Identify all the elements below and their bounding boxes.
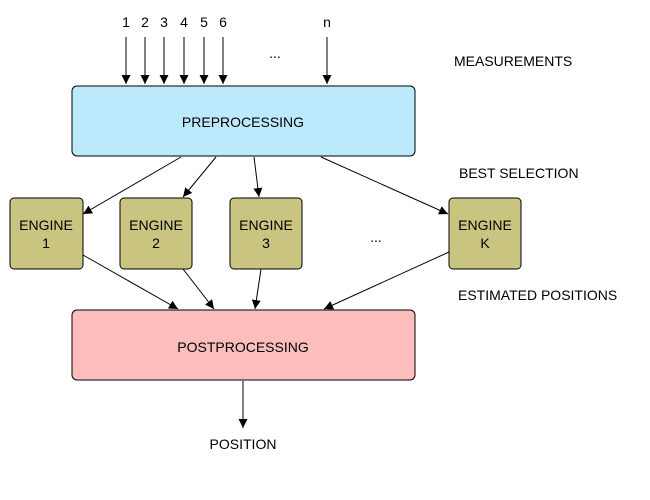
input-label-4: 4 (180, 14, 188, 30)
engine-1: ENGINE 1 (9, 197, 84, 270)
input-ellipsis: ... (269, 45, 281, 61)
arrow-engine-3-to-post (251, 268, 262, 310)
input-label-3: 3 (160, 14, 168, 30)
input-label-1: 1 (122, 14, 130, 30)
arrow-pre-to-engine-3 (253, 156, 263, 198)
estimated-positions-label: ESTIMATED POSITIONS (458, 287, 617, 303)
arrow-engine-k-to-post (323, 251, 450, 310)
input-label-2: 2 (141, 14, 149, 30)
engine-3: ENGINE 3 (229, 197, 303, 270)
engine-2-box (119, 197, 193, 270)
preprocessing-label: PREPROCESSING (182, 114, 304, 130)
arrow-pre-to-engine-k (320, 156, 449, 215)
engine-k-box (448, 197, 522, 270)
engine-k-label-line1: ENGINE (458, 217, 512, 233)
best-selection-label: BEST SELECTION (459, 165, 579, 181)
engine-1-box (9, 197, 84, 270)
engine-2-label-line1: ENGINE (129, 217, 183, 233)
postprocessing-label: POSTPROCESSING (177, 339, 308, 355)
engine-1-label-line1: ENGINE (19, 217, 73, 233)
engine-3-label-line2: 3 (262, 235, 270, 251)
postprocessing-box (71, 309, 416, 381)
engine-to-postprocessing-arrows (82, 251, 450, 310)
measurements-label: MEASUREMENTS (454, 53, 572, 69)
input-label-5: 5 (200, 14, 208, 30)
arrow-pre-to-engine-1 (82, 156, 182, 215)
preprocessing-box (71, 85, 416, 157)
input-labels: 1 2 3 4 5 6 n ... (122, 14, 331, 61)
arrow-engine-2-to-post (182, 268, 215, 310)
engine-1-label-line2: 1 (42, 235, 50, 251)
engine-2: ENGINE 2 (119, 197, 193, 270)
input-arrows (121, 37, 332, 84)
input-label-n: n (323, 14, 331, 30)
preprocessing-to-engine-arrows (82, 156, 449, 215)
arrow-engine-1-to-post (82, 254, 179, 310)
position-label: POSITION (210, 436, 277, 452)
engine-k: ENGINE K (448, 197, 522, 270)
arrow-pre-to-engine-2 (182, 156, 217, 198)
engine-3-box (229, 197, 303, 270)
engine-3-label-line1: ENGINE (239, 217, 293, 233)
input-label-6: 6 (219, 14, 227, 30)
engine-2-label-line2: 2 (152, 235, 160, 251)
engine-k-label-line2: K (480, 235, 490, 251)
engines-ellipsis: ... (370, 229, 382, 245)
